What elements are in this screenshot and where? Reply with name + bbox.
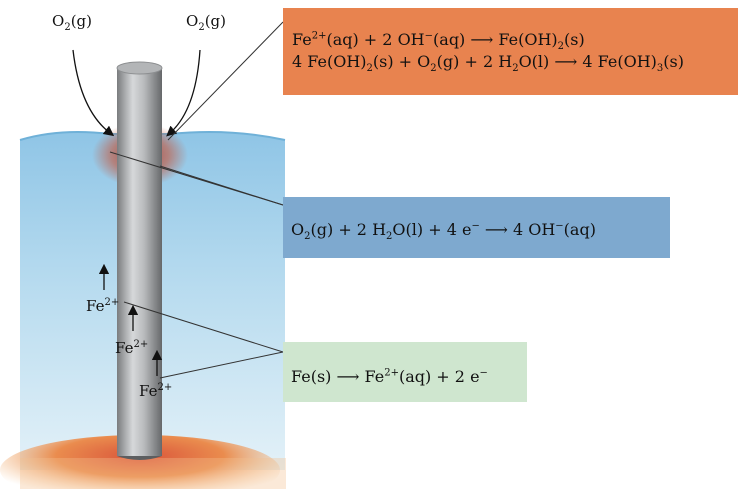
equation-line: O2(g) + 2 H2O(l) + 4 e− ⟶ 4 OH−(aq) xyxy=(291,220,670,242)
equation-segment: (s) + O xyxy=(372,52,431,71)
equation-segment: Fe(s) ⟶ Fe xyxy=(291,367,385,386)
iron-pole xyxy=(117,68,162,456)
equation-segment: (g) + 2 H xyxy=(310,220,387,239)
o2-label-right-text: O2(g) xyxy=(186,12,226,33)
equation-segment: − xyxy=(471,220,480,232)
rust-formation-box: Fe2+(aq) + 2 OH−(aq) ⟶ Fe(OH)2(s) 4 Fe(O… xyxy=(283,8,738,95)
equation-segment: − xyxy=(555,220,564,232)
equation-segment: 3 xyxy=(656,63,664,75)
fe-ion-label-2: Fe2+ xyxy=(115,339,148,357)
o2-label-right: O2(g) xyxy=(186,12,226,33)
equation-segment: Fe xyxy=(292,30,312,49)
equation-segment: 2 xyxy=(304,231,311,243)
o2-arrow-right xyxy=(166,49,201,137)
equation-segment: 2 xyxy=(366,63,373,75)
equation-segment: (aq) ⟶ Fe(OH) xyxy=(433,30,558,49)
o2-arrow-left xyxy=(72,49,115,137)
seabed-rust xyxy=(0,435,280,489)
equation-line: Fe2+(aq) + 2 OH−(aq) ⟶ Fe(OH)2(s) xyxy=(292,30,738,52)
equation-segment: (aq) xyxy=(563,220,596,239)
equation-segment: 2+ xyxy=(311,30,327,42)
equation-segment: − xyxy=(424,30,434,42)
o2-label-left-text: O2(g) xyxy=(52,12,92,33)
fe-ion-label-3-text: Fe2+ xyxy=(139,382,173,400)
pole-top xyxy=(116,61,163,75)
equation-segment: 2+ xyxy=(384,367,399,379)
fe-ion-label-1: Fe2+ xyxy=(86,297,119,315)
equation-segment: 4 Fe(OH) xyxy=(292,52,367,71)
equation-segment: ⟶ 4 OH xyxy=(479,220,556,239)
equation-segment: 2 xyxy=(386,231,393,243)
equation-segment: O(l) + 4 e xyxy=(392,220,472,239)
equation-segment: (g) + 2 H xyxy=(436,52,513,71)
leader-green-1 xyxy=(123,301,284,353)
seabed xyxy=(20,458,286,489)
anode-reaction-box: Fe(s) ⟶ Fe2+(aq) + 2 e− xyxy=(283,342,527,402)
fe-ion-label-2-text: Fe2+ xyxy=(115,339,149,357)
equation-line: 4 Fe(OH)2(s) + O2(g) + 2 H2O(l) ⟶ 4 Fe(O… xyxy=(292,52,738,74)
leader-green-2 xyxy=(159,351,284,379)
equation-segment: − xyxy=(479,367,488,379)
leader-orange xyxy=(167,21,284,141)
pole-bottom xyxy=(117,456,162,460)
fe-ion-label-1-text: Fe2+ xyxy=(86,297,120,315)
equation-line: Fe(s) ⟶ Fe2+(aq) + 2 e− xyxy=(291,367,527,389)
equation-segment: (aq) + 2 OH xyxy=(326,30,425,49)
equation-segment: 2 xyxy=(430,63,437,75)
equation-segment: 2 xyxy=(512,63,519,75)
equation-segment: O xyxy=(291,220,305,239)
equation-segment: 2 xyxy=(557,41,565,53)
cathode-reaction-box: O2(g) + 2 H2O(l) + 4 e− ⟶ 4 OH−(aq) xyxy=(283,197,670,258)
leader-blue-2 xyxy=(109,151,284,206)
fe-ion-label-3: Fe2+ xyxy=(139,382,172,400)
equation-segment: (aq) + 2 e xyxy=(398,367,480,386)
o2-label-left: O2(g) xyxy=(52,12,92,33)
equation-segment: (s) xyxy=(663,52,684,71)
equation-segment: O(l) ⟶ 4 Fe(OH) xyxy=(518,52,657,71)
equation-segment: (s) xyxy=(564,30,585,49)
